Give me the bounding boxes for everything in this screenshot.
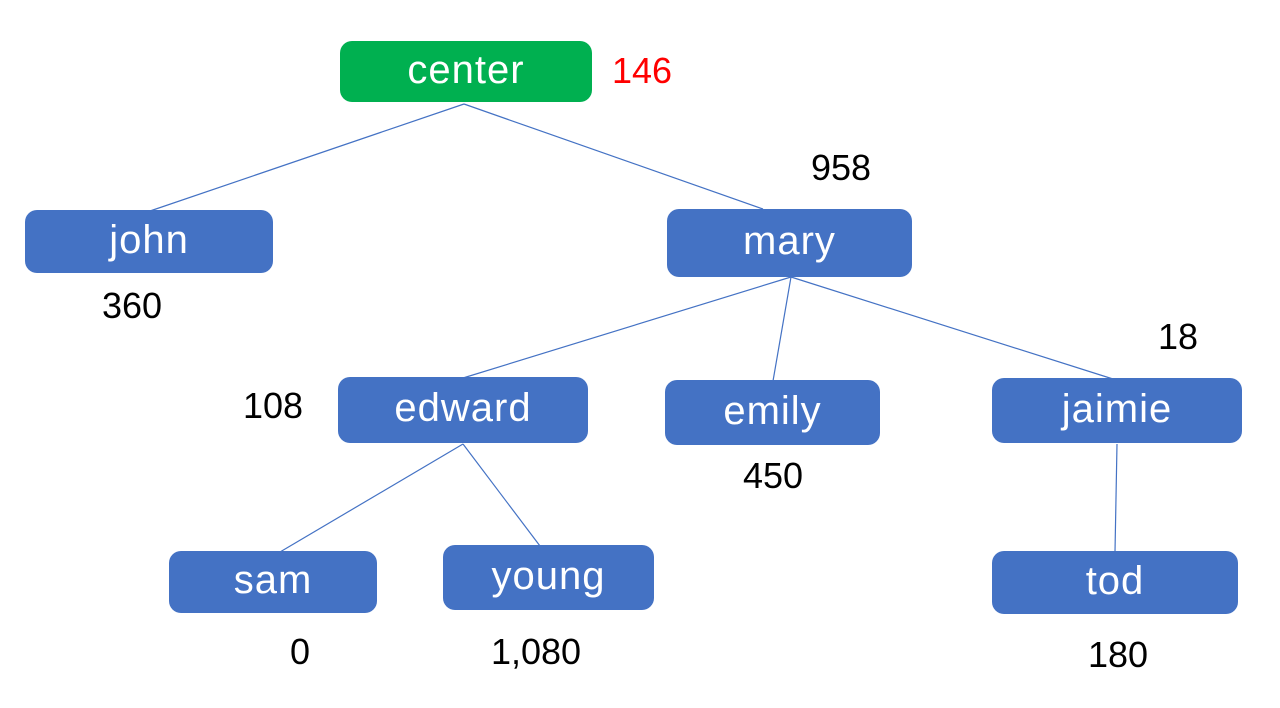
value-john: 360 xyxy=(101,285,163,326)
edge-jaimie-tod xyxy=(1114,443,1118,553)
node-center: center xyxy=(340,41,592,102)
value-jaimie: 18 xyxy=(1157,316,1199,357)
node-edward: edward xyxy=(338,377,588,443)
edge-mary-jaimie xyxy=(790,276,1114,380)
node-john-label: john xyxy=(109,217,189,262)
value-sam: 0 xyxy=(289,631,311,672)
node-john: john xyxy=(25,210,273,273)
node-sam: sam xyxy=(169,551,377,613)
value-emily: 450 xyxy=(742,455,804,496)
value-tod: 180 xyxy=(1087,634,1149,675)
edge-center-mary xyxy=(463,103,764,210)
value-young: 1,080 xyxy=(490,631,582,672)
node-center-label: center xyxy=(407,47,525,92)
node-emily: emily xyxy=(665,380,880,445)
node-jaimie-label: jaimie xyxy=(1061,386,1173,431)
node-tod: tod xyxy=(992,551,1238,614)
edge-mary-edward xyxy=(462,276,792,379)
node-mary: mary xyxy=(667,209,912,277)
node-young: young xyxy=(443,545,654,610)
edge-mary-emily xyxy=(772,276,792,382)
node-mary-label: mary xyxy=(743,219,836,263)
node-emily-label: emily xyxy=(723,388,822,433)
node-edward-label: edward xyxy=(394,386,532,430)
value-edward: 108 xyxy=(242,385,304,426)
node-tod-label: tod xyxy=(1085,558,1145,603)
edge-center-john xyxy=(149,103,465,212)
value-mary: 958 xyxy=(810,147,872,188)
node-sam-label: sam xyxy=(233,558,313,602)
node-jaimie: jaimie xyxy=(992,378,1242,443)
edge-edward-sam xyxy=(279,443,464,553)
value-center: 146 xyxy=(611,50,673,91)
edge-edward-young xyxy=(462,443,541,547)
node-young-label: young xyxy=(491,553,606,598)
